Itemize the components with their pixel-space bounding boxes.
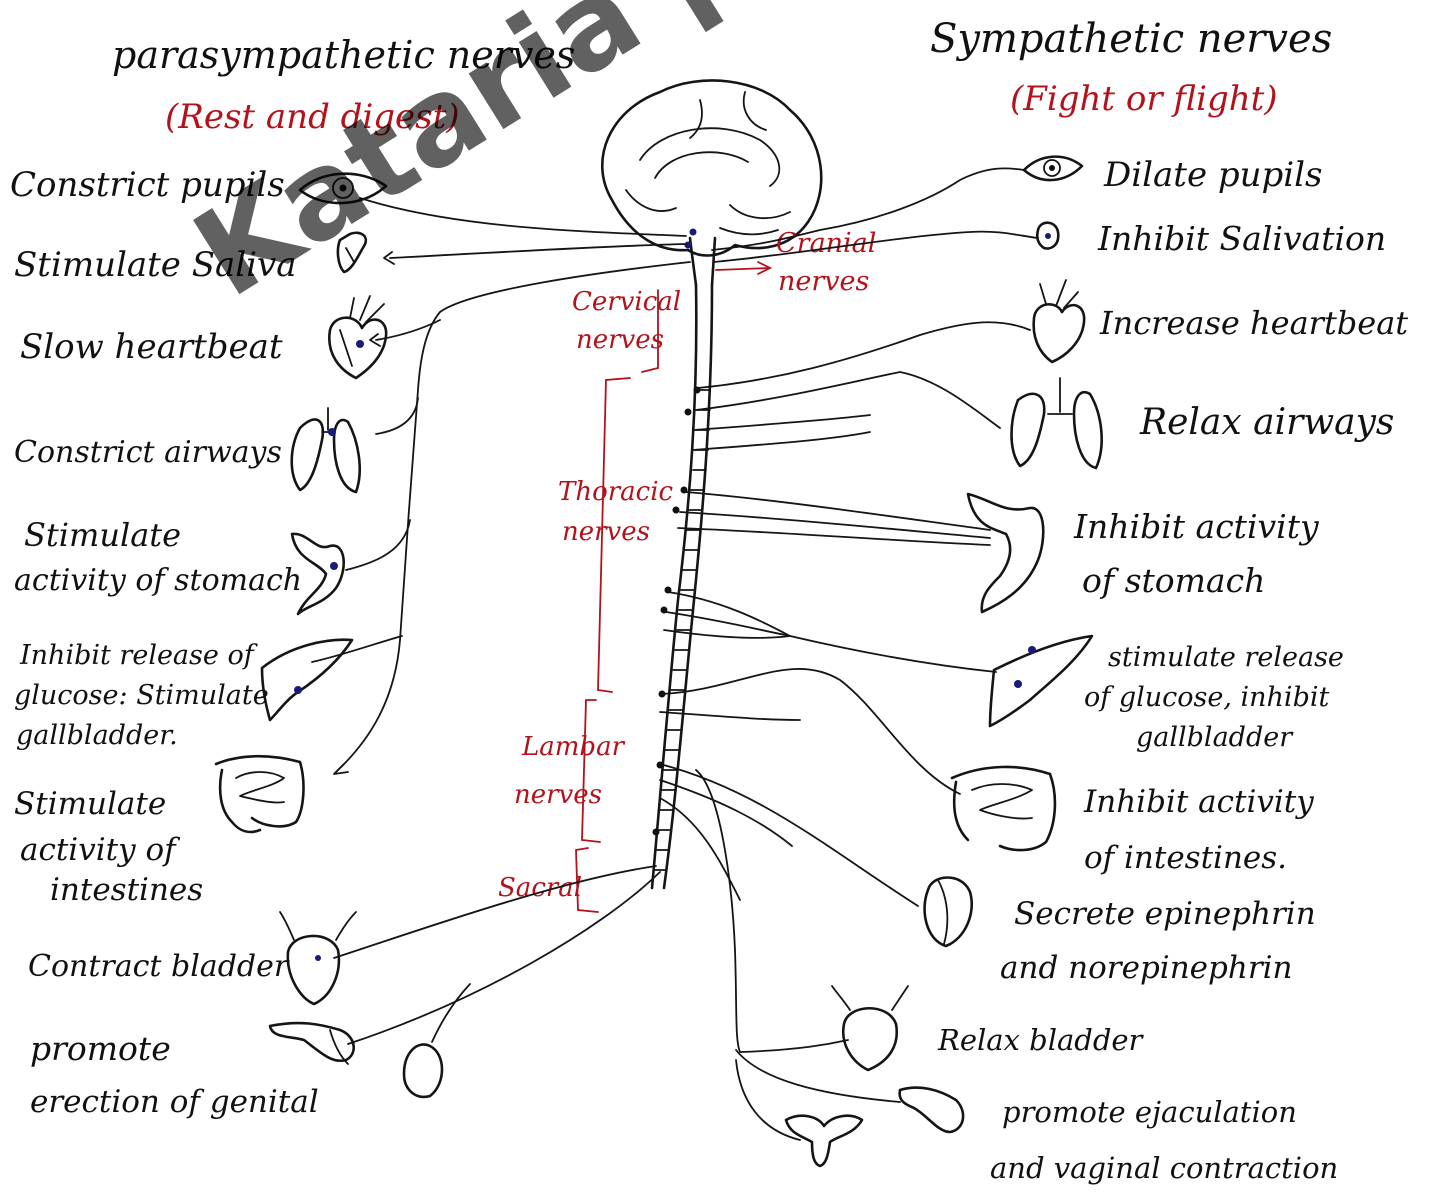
- svg-text:activity of stomach: activity of stomach: [14, 563, 302, 598]
- effect-promote-erection: promote erection of genital: [30, 1029, 319, 1120]
- svg-text:of glucose, inhibit: of glucose, inhibit: [1084, 682, 1329, 713]
- svg-text:activity of: activity of: [20, 832, 181, 868]
- effect-slow-heartbeat: Slow heartbeat: [20, 327, 283, 367]
- svg-text:glucose: Stimulate: glucose: Stimulate: [14, 680, 269, 711]
- svg-text:intestines: intestines: [50, 872, 203, 908]
- liver-icon: [990, 636, 1092, 726]
- svg-text:and vaginal contraction: and vaginal contraction: [990, 1151, 1338, 1185]
- intestines-icon: [216, 756, 303, 832]
- sympathetic-effect-labels: Dilate pupils Inhibit Salivation Increas…: [937, 155, 1408, 1185]
- svg-text:Lambar: Lambar: [521, 732, 626, 762]
- lumbar-nerves-label: Lambar nerves: [514, 700, 626, 842]
- thoracic-nerves-label: Thoracic nerves: [558, 378, 674, 692]
- sympathetic-nerve-paths: [660, 168, 1038, 1140]
- svg-text:promote: promote: [30, 1029, 171, 1068]
- svg-text:Cervical: Cervical: [572, 287, 681, 317]
- svg-text:and norepinephrin: and norepinephrin: [1000, 950, 1293, 986]
- effect-constrict-airways: Constrict airways: [14, 435, 282, 470]
- svg-text:stimulate release: stimulate release: [1108, 642, 1344, 673]
- effect-stimulate-glucose: stimulate release of glucose, inhibit ga…: [1084, 642, 1344, 753]
- effect-stimulate-stomach: Stimulate activity of stomach: [14, 516, 302, 598]
- effect-contract-bladder: Contract bladder: [28, 949, 290, 984]
- effect-increase-heartbeat: Increase heartbeat: [1099, 304, 1408, 342]
- effect-relax-bladder: Relax bladder: [937, 1023, 1145, 1057]
- svg-text:Sacral: Sacral: [498, 873, 582, 903]
- cranial-nerves-label: Cranial nerves: [716, 228, 876, 297]
- effect-promote-ejaculation: promote ejaculation and vaginal contract…: [990, 1095, 1338, 1185]
- stomach-icon: [968, 494, 1043, 612]
- svg-text:promote ejaculation: promote ejaculation: [1002, 1095, 1297, 1129]
- svg-text:nerves: nerves: [562, 517, 650, 547]
- effect-secrete-epinephrin: Secrete epinephrin and norepinephrin: [1000, 896, 1316, 986]
- lungs-icon: [292, 408, 360, 492]
- effect-inhibit-salivation: Inhibit Salivation: [1097, 219, 1386, 258]
- bladder-icon: [832, 986, 908, 1070]
- svg-text:Stimulate: Stimulate: [24, 516, 181, 554]
- svg-text:erection of genital: erection of genital: [30, 1084, 319, 1120]
- svg-text:Inhibit release of: Inhibit release of: [19, 640, 258, 671]
- heart-icon: [329, 296, 386, 378]
- svg-text:nerves: nerves: [576, 325, 664, 355]
- effect-inhibit-stomach: Inhibit activity of stomach: [1073, 507, 1319, 600]
- bladder-icon: [280, 912, 356, 1004]
- adrenal-gland-icon: [925, 878, 972, 947]
- effect-dilate-pupils: Dilate pupils: [1103, 155, 1323, 195]
- effect-inhibit-intestines: Inhibit activity of intestines.: [1083, 784, 1314, 876]
- liver-icon: [262, 640, 352, 720]
- eye-icon: [1024, 157, 1082, 180]
- svg-text:Secrete epinephrin: Secrete epinephrin: [1014, 896, 1316, 932]
- svg-text:Stimulate: Stimulate: [14, 786, 166, 822]
- sympathetic-subtitle: (Fight or flight): [1010, 79, 1278, 119]
- svg-text:Inhibit activity: Inhibit activity: [1073, 507, 1319, 546]
- svg-text:of intestines.: of intestines.: [1084, 840, 1287, 876]
- heart-icon: [1034, 280, 1085, 362]
- svg-text:nerves: nerves: [514, 780, 602, 810]
- svg-text:gallbladder.: gallbladder.: [16, 720, 178, 751]
- svg-text:nerves: nerves: [778, 266, 869, 297]
- svg-text:Thoracic: Thoracic: [558, 477, 674, 507]
- lungs-icon: [1012, 378, 1102, 468]
- cervical-nerves-label: Cervical nerves: [572, 287, 681, 372]
- effect-inhibit-glucose: Inhibit release of glucose: Stimulate ga…: [14, 640, 269, 751]
- sympathetic-title: Sympathetic nerves: [930, 16, 1332, 62]
- intestines-icon: [952, 767, 1055, 850]
- svg-text:of stomach: of stomach: [1082, 561, 1265, 600]
- svg-text:gallbladder: gallbladder: [1136, 722, 1294, 753]
- parasympathetic-effect-labels: Constrict pupils Stimulate Saliva Slow h…: [10, 165, 319, 1120]
- salivary-gland-icon: [1037, 223, 1058, 249]
- svg-text:Inhibit activity: Inhibit activity: [1083, 784, 1314, 820]
- effect-stimulate-intestines: Stimulate activity of intestines: [14, 786, 203, 908]
- effect-relax-airways: Relax airways: [1139, 402, 1394, 443]
